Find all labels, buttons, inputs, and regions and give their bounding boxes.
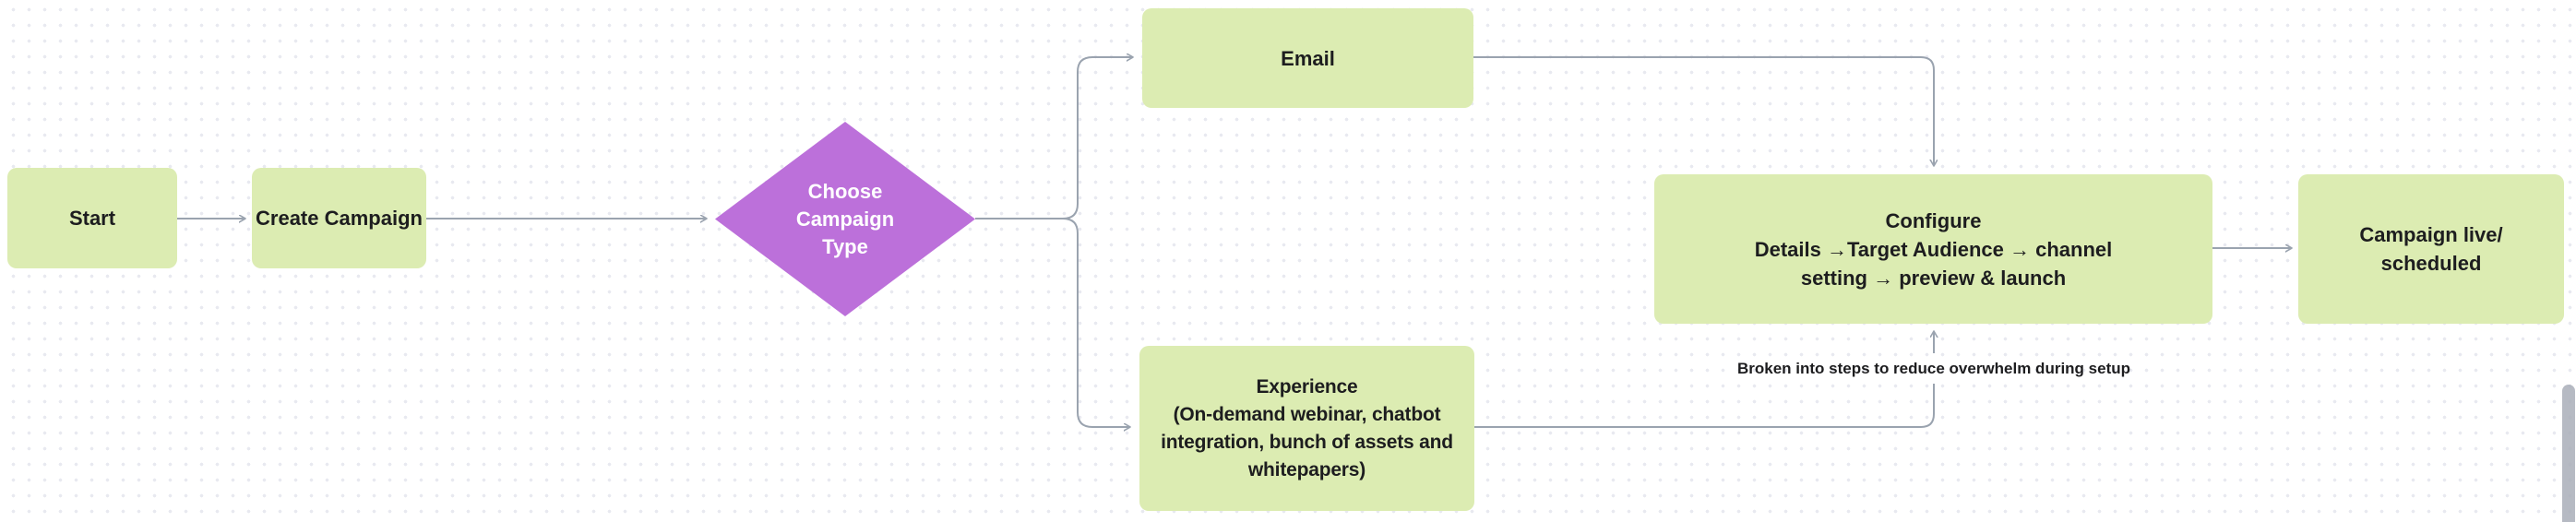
- node-label: Type: [822, 234, 868, 258]
- node-experience[interactable]: Experience (On-demand webinar, chatbot i…: [1139, 346, 1474, 511]
- node-label: whitepapers): [1247, 458, 1366, 480]
- node-create-campaign[interactable]: Create Campaign: [252, 168, 426, 268]
- node-label: Create Campaign: [256, 207, 423, 230]
- node-email[interactable]: Email: [1142, 8, 1473, 108]
- node-label: (On-demand webinar, chatbot: [1173, 403, 1441, 425]
- node-label: Campaign live/: [2359, 223, 2503, 246]
- node-label: Email: [1281, 46, 1335, 70]
- node-label: Configure: [1885, 208, 1982, 232]
- node-campaign-live-scheduled[interactable]: Campaign live/ scheduled: [2298, 174, 2564, 324]
- node-label: Details →Target Audience → channel: [1754, 237, 2113, 261]
- node-label: scheduled: [2380, 252, 2482, 275]
- connector-choose-type-to-email[interactable]: [975, 57, 1133, 219]
- node-label: Experience: [1256, 375, 1358, 397]
- node-label: integration, bunch of assets and: [1161, 431, 1453, 453]
- connector-email-to-configure[interactable]: [1473, 56, 1934, 166]
- connector-experience-to-configure-lower-segment[interactable]: [1474, 384, 1935, 428]
- node-label: Campaign: [795, 207, 895, 231]
- node-configure[interactable]: Configure Details →Target Audience → cha…: [1654, 174, 2212, 324]
- connector-choose-type-to-experience[interactable]: [975, 218, 1130, 427]
- node-label: setting → preview & launch: [1800, 266, 2067, 290]
- node-label: Choose: [807, 179, 883, 203]
- vertical-scrollbar-thumb[interactable]: [2562, 385, 2575, 522]
- node-start[interactable]: Start: [7, 168, 177, 268]
- node-label: Start: [68, 207, 116, 230]
- connector-annotation-label[interactable]: Broken into steps to reduce overwhelm du…: [1736, 360, 2130, 377]
